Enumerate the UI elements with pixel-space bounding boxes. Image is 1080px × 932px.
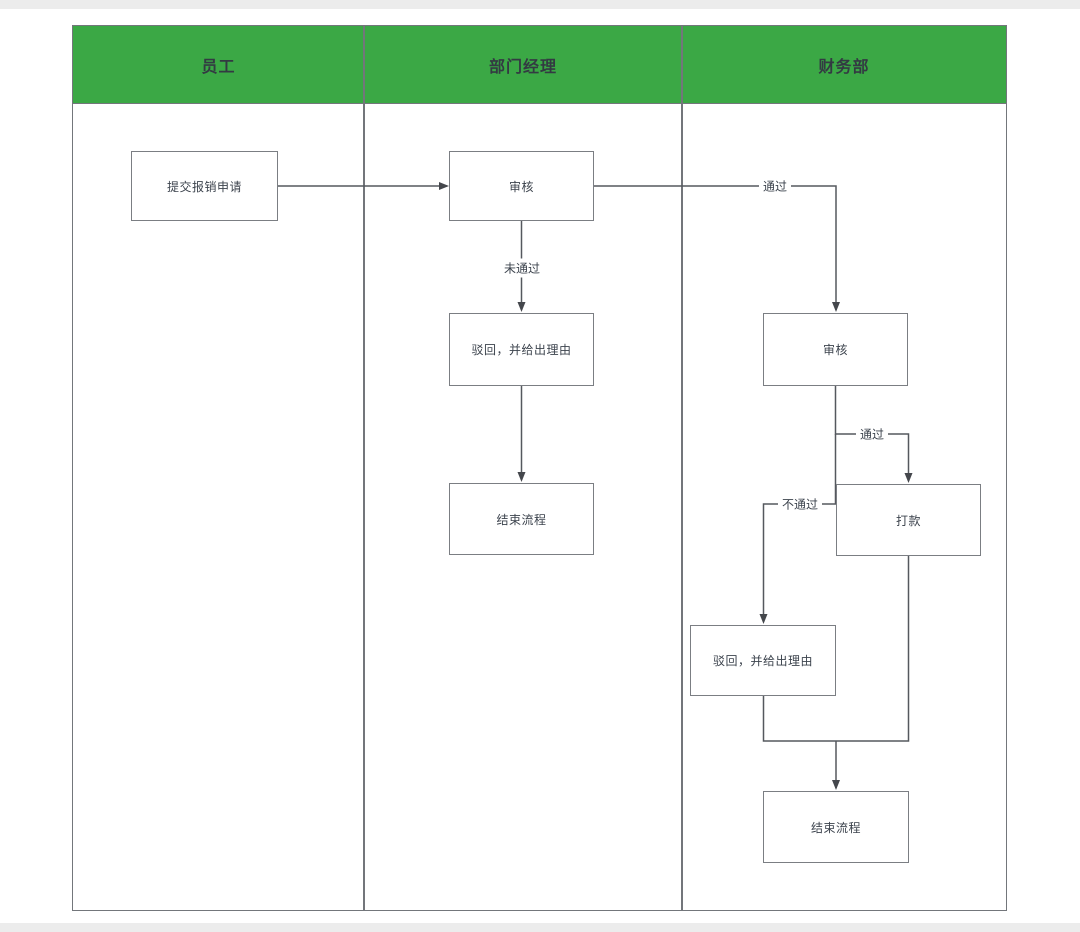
node-finance-pay: 打款 (836, 484, 981, 556)
swimlane-chart: 员工 部门经理 财务部 (72, 25, 1007, 911)
edge-label-finance-fail: 不通过 (777, 494, 823, 514)
node-manager-review-label: 审核 (508, 179, 534, 194)
lane-header-finance: 财务部 (682, 26, 1006, 103)
node-manager-review: 审核 (449, 151, 594, 221)
canvas-bottom-margin (0, 923, 1080, 932)
node-manager-reject: 驳回，并给出理由 (449, 313, 594, 386)
lane-header-employee: 员工 (73, 26, 364, 103)
edge-label-finance-pass: 通过 (855, 424, 889, 444)
node-finance-end-process-label: 结束流程 (810, 820, 861, 835)
node-manager-end-process-label: 结束流程 (496, 512, 547, 527)
lane-header-finance-label: 财务部 (818, 58, 870, 76)
node-manager-end-process: 结束流程 (449, 483, 594, 555)
edge-pay-to-merge (836, 556, 910, 742)
edge-finance-review-fail (759, 434, 837, 624)
node-finance-reject-label: 驳回，并给出理由 (712, 654, 813, 668)
node-finance-pay-label: 打款 (895, 513, 921, 528)
node-finance-reject: 驳回，并给出理由 (690, 625, 836, 696)
node-manager-reject-label: 驳回，并给出理由 (471, 343, 572, 357)
lane-divider-1 (363, 26, 365, 910)
lane-divider-2 (681, 26, 683, 910)
edge-manager-review-pass (594, 185, 840, 312)
canvas-top-margin (0, 0, 1080, 9)
node-finance-review: 审核 (763, 313, 908, 386)
edge-reject-to-merge (762, 696, 836, 742)
node-finance-review-label: 审核 (822, 343, 848, 357)
node-submit-reimbursement-label: 提交报销申请 (166, 179, 242, 194)
lane-header-row: 员工 部门经理 财务部 (73, 26, 1006, 104)
node-finance-end-process: 结束流程 (763, 791, 909, 863)
edge-label-manager-fail: 未通过 (499, 258, 545, 278)
lane-header-employee-label: 员工 (201, 58, 236, 76)
lane-header-department-manager: 部门经理 (364, 26, 682, 103)
node-submit-reimbursement: 提交报销申请 (131, 151, 278, 221)
lane-header-department-manager-label: 部门经理 (488, 58, 557, 76)
edge-label-manager-pass: 通过 (758, 176, 792, 196)
